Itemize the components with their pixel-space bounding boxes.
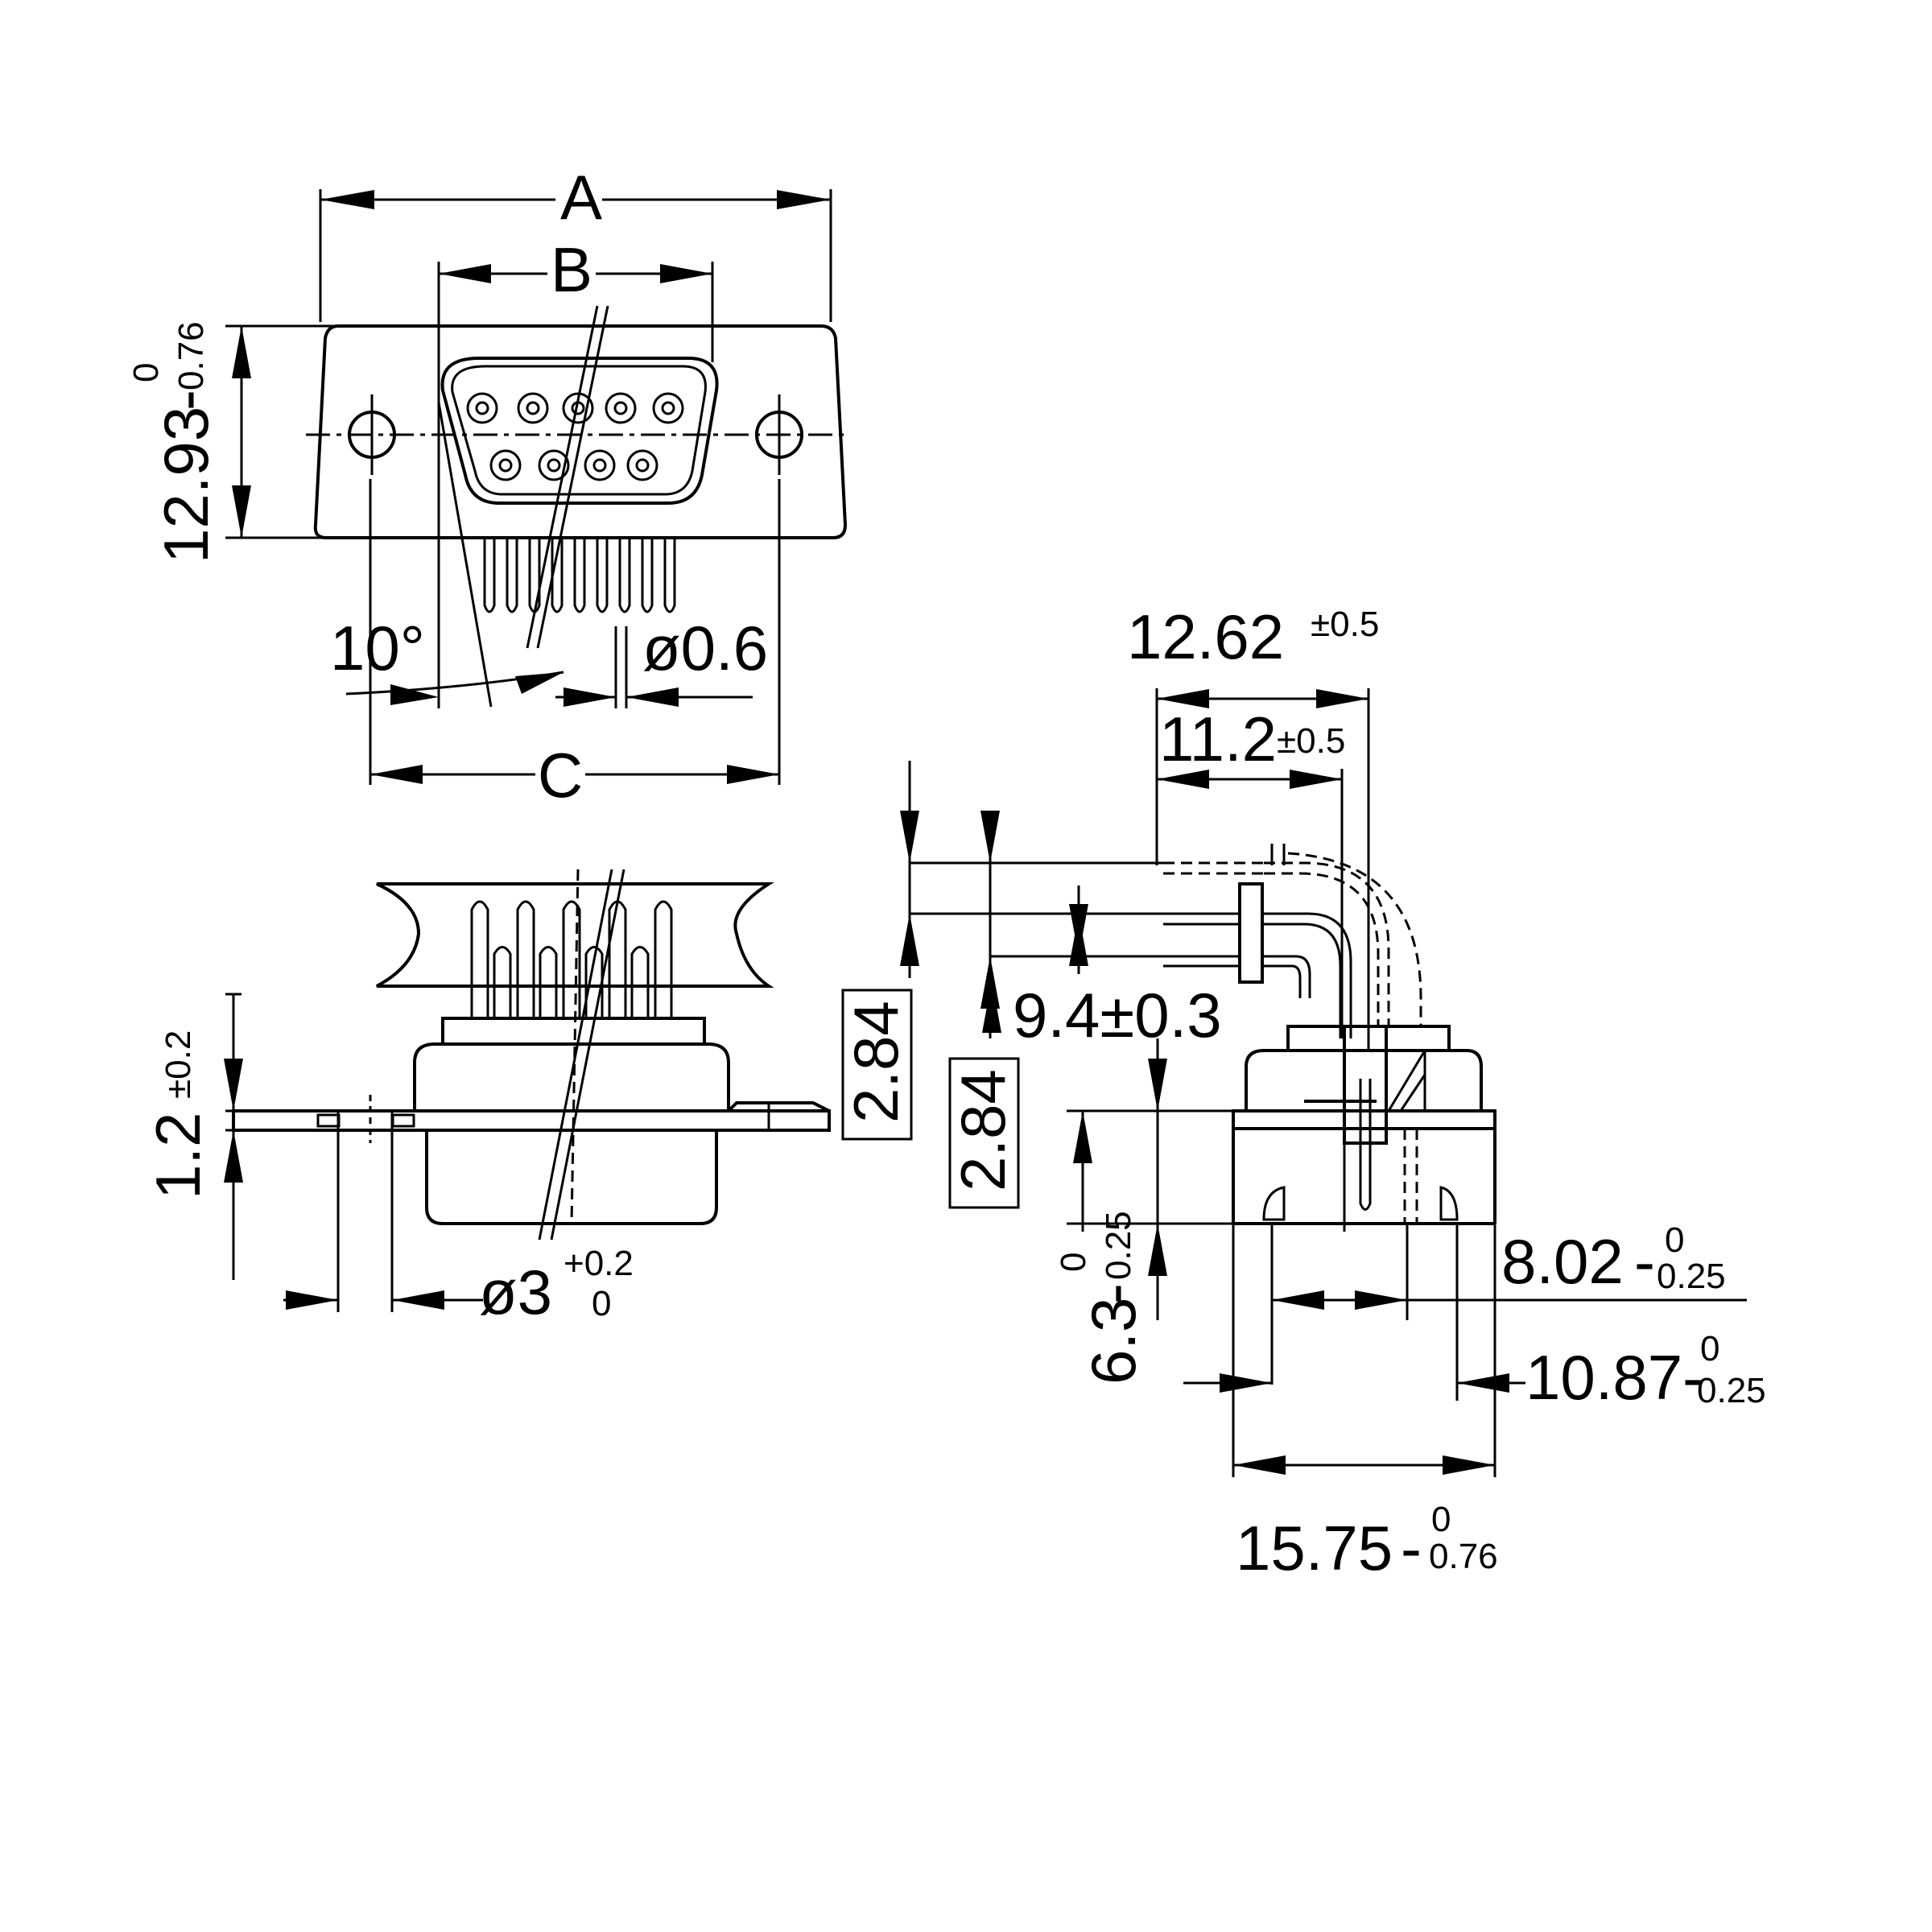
row-offset-label: 9.4±0.3	[1013, 980, 1222, 1051]
svg-text:+0.2: +0.2	[564, 1244, 634, 1283]
svg-text:0.76: 0.76	[171, 321, 211, 390]
svg-text:0.25: 0.25	[1099, 1211, 1138, 1280]
pitch-box-2: 2.84	[947, 1069, 1018, 1191]
svg-text:0.76: 0.76	[1429, 1537, 1498, 1576]
pitch-box-1: 2.84	[840, 1001, 911, 1123]
svg-text:0.25: 0.25	[1697, 1371, 1766, 1410]
svg-text:±0.5: ±0.5	[1277, 721, 1345, 761]
svg-text:6.3: 6.3	[1078, 1298, 1149, 1385]
pitch-dimensions: 2.84 2.84 9.4±0.3	[840, 761, 1222, 1209]
front-view: A B 12.93 - 0 0.76 C 10°	[126, 162, 848, 811]
svg-text:-: -	[1401, 1513, 1422, 1583]
svg-text:0: 0	[1700, 1329, 1719, 1368]
svg-text:1.2: 1.2	[142, 1113, 213, 1199]
pin-contacts-bottom-row	[489, 449, 658, 481]
svg-text:8.02: 8.02	[1501, 1226, 1624, 1297]
bottom-view: 1.2 ±0.2 ø3 +0.2 0	[142, 869, 831, 1327]
dimension-a-label: A	[560, 162, 602, 233]
pin-diameter-label: ø0.6	[642, 613, 768, 683]
angle-label: 10°	[330, 613, 425, 683]
svg-text:12.62: 12.62	[1127, 601, 1284, 672]
body-depth-dimension: 10.87 - 0 0.25	[1525, 1329, 1766, 1413]
pin-depth-dimension: 11.2 ±0.5	[1159, 704, 1345, 774]
svg-text:0: 0	[1665, 1220, 1684, 1260]
svg-text:±0.2: ±0.2	[159, 1030, 198, 1099]
svg-text:0.25: 0.25	[1657, 1257, 1726, 1296]
svg-text:15.75: 15.75	[1236, 1513, 1393, 1583]
svg-text:ø3: ø3	[479, 1257, 552, 1327]
solder-pins	[483, 538, 676, 613]
mount-height-dimension: 6.3 - 0 0.25	[1054, 1211, 1149, 1385]
shell-depth-dimension: 8.02 - 0 0.25	[1501, 1220, 1726, 1297]
height-dimension: 12.93 - 0 0.76	[126, 321, 221, 564]
svg-text:±0.5: ±0.5	[1311, 605, 1379, 644]
dimension-c-label: C	[538, 740, 583, 811]
bottom-view-pins	[470, 900, 673, 1018]
svg-text:10.87: 10.87	[1525, 1342, 1682, 1413]
svg-text:0: 0	[126, 363, 166, 382]
svg-text:-: -	[151, 390, 221, 411]
hole-diameter-dimension: ø3 +0.2 0	[479, 1244, 634, 1327]
svg-text:0: 0	[592, 1284, 611, 1323]
svg-text:12.93: 12.93	[151, 407, 221, 564]
side-view: 12.62 ±0.5 11.2 ±0.5 6.3 - 0 0.25	[1054, 601, 1766, 1583]
svg-text:0: 0	[1054, 1253, 1093, 1272]
pin-contacts-top-row	[466, 392, 684, 424]
overall-depth-dimension: 12.62 ±0.5	[1127, 601, 1379, 672]
svg-text:0: 0	[1431, 1500, 1451, 1539]
dimension-b-label: B	[551, 234, 592, 305]
svg-text:-: -	[1078, 1283, 1149, 1304]
flange-depth-dimension: 15.75 - 0 0.76	[1236, 1500, 1498, 1583]
svg-text:11.2: 11.2	[1159, 704, 1277, 774]
svg-text:-: -	[1634, 1226, 1655, 1297]
flange-thickness-dimension: 1.2 ±0.2	[142, 1030, 213, 1199]
svg-text:-: -	[1682, 1342, 1703, 1413]
